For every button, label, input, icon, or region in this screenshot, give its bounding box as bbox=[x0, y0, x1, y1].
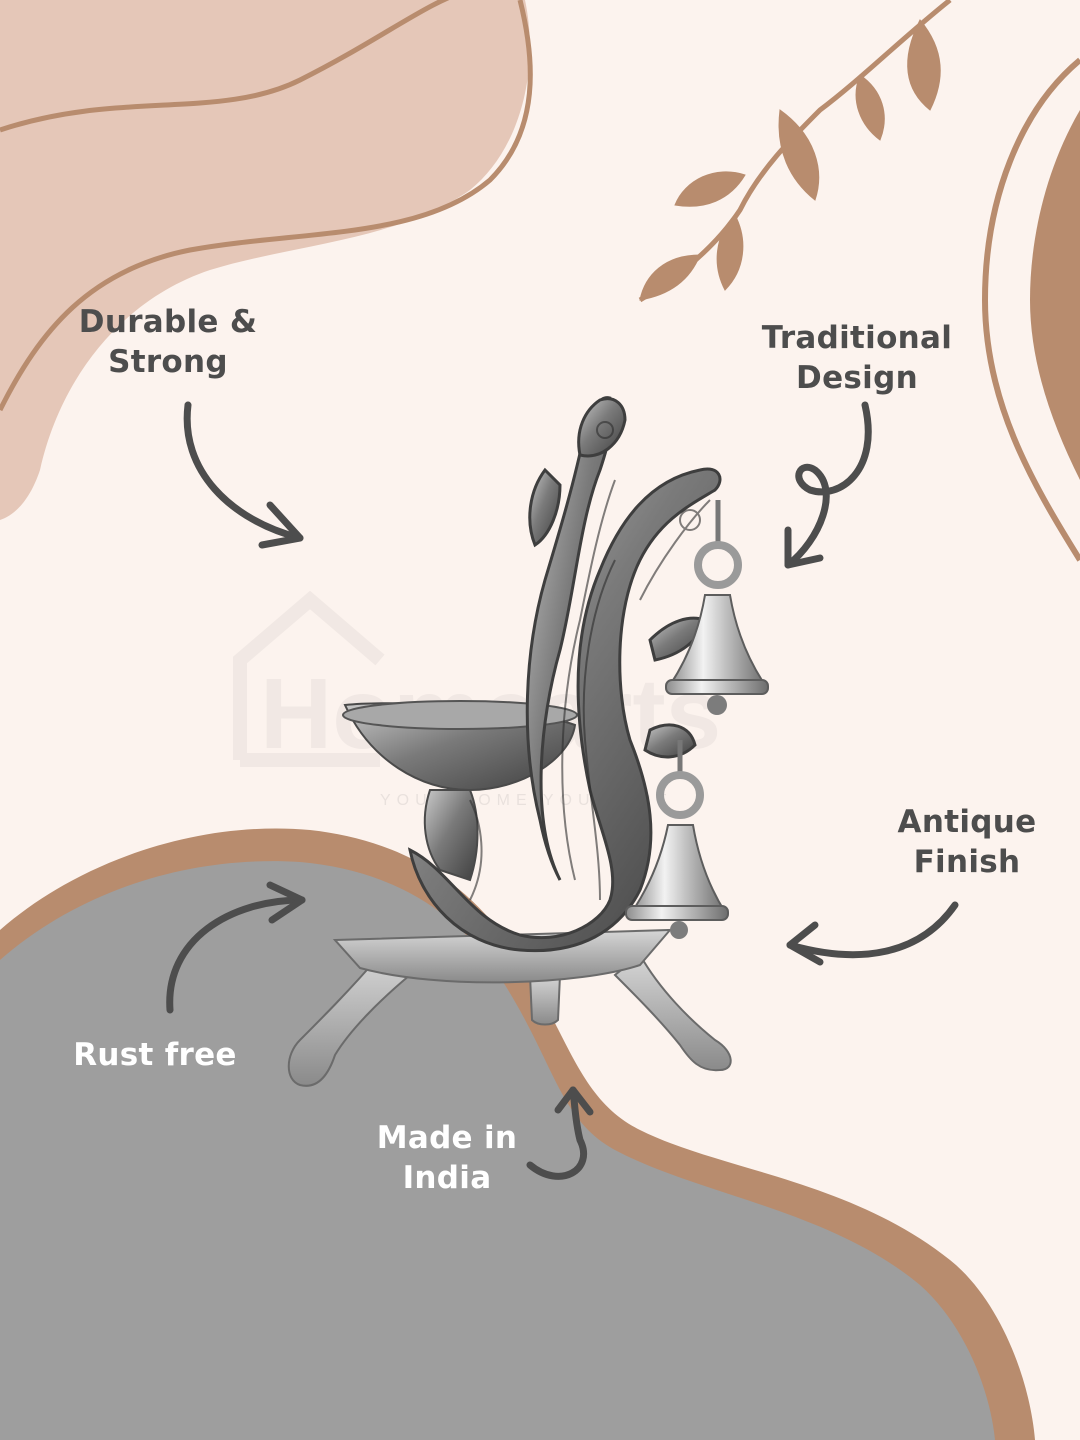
feature-traditional: Traditional Design bbox=[761, 320, 953, 396]
feature-rust-free: Rust free bbox=[73, 1037, 237, 1073]
lamp-bowl bbox=[342, 700, 578, 882]
feature-durable: Durable & Strong bbox=[78, 304, 258, 380]
stem-engraving bbox=[469, 421, 711, 901]
feature-antique: Antique Finish bbox=[897, 804, 1037, 880]
arc-right-fill bbox=[1030, 110, 1080, 480]
arc-right-outer bbox=[981, 57, 1080, 562]
swoosh-line-2 bbox=[0, 0, 533, 412]
swoosh-line-1 bbox=[0, 0, 450, 133]
feature-made-in-india: Made in India bbox=[376, 1120, 518, 1196]
lower-bell bbox=[625, 740, 729, 939]
lamp-base bbox=[287, 928, 732, 1087]
vine-leaves-icon bbox=[638, 0, 952, 303]
upper-bell bbox=[665, 500, 769, 715]
blob-top-left bbox=[0, 0, 530, 520]
lamp-ornate-stem bbox=[407, 396, 722, 953]
